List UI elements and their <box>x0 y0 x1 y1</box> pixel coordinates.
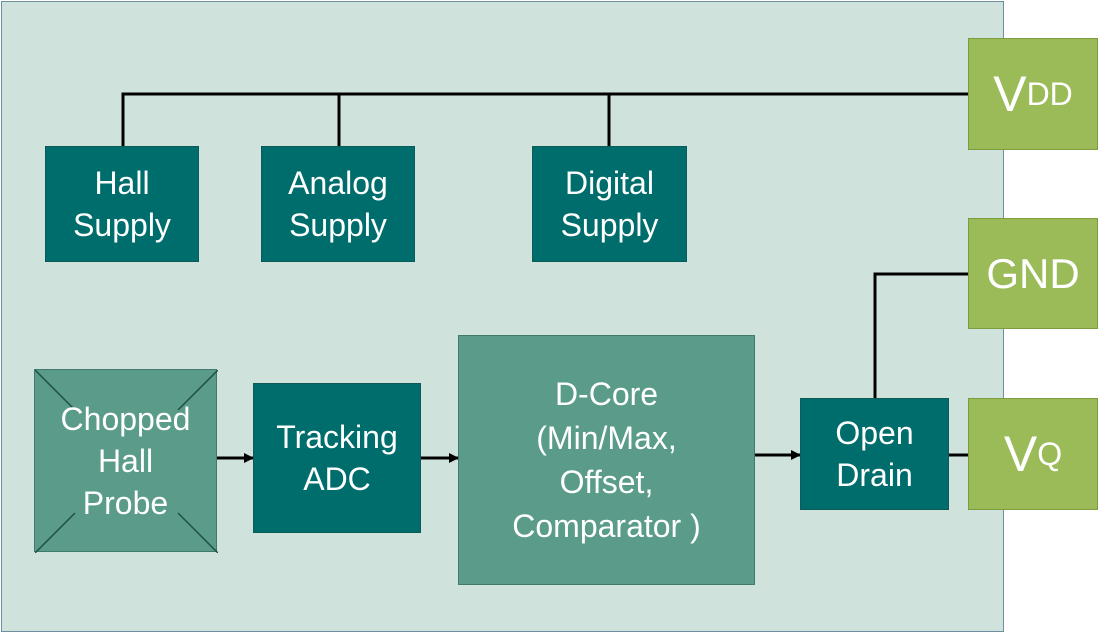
adc-line-1: Tracking <box>276 419 398 455</box>
analog-supply-line-2: Supply <box>289 207 387 243</box>
gnd-wire <box>873 272 968 399</box>
vq-pin-main: V <box>1003 426 1038 482</box>
hall-supply-block: Hall Supply <box>45 146 199 262</box>
digital-supply-block: Digital Supply <box>532 146 687 262</box>
probe-line-1: Chopped <box>60 400 191 437</box>
hall-supply-line-1: Hall <box>94 165 150 201</box>
d-core-block: D-Core (Min/Max, Offset, Comparator ) <box>458 335 755 585</box>
gnd-pin: GND <box>968 218 1098 329</box>
open-drain-block: Open Drain <box>800 398 949 510</box>
analog-supply-line-1: Analog <box>288 165 388 201</box>
probe-cross-decoration <box>35 370 218 553</box>
d-core-line-1: D-Core <box>554 376 659 412</box>
analog-supply-block: Analog Supply <box>261 146 415 262</box>
tracking-adc-block: Tracking ADC <box>253 383 421 533</box>
chopped-hall-probe-block: Chopped Hall Probe <box>34 369 218 553</box>
d-core-line-4: Comparator ) <box>512 508 701 544</box>
vdd-pin-main: V <box>993 66 1027 122</box>
hall-supply-line-2: Supply <box>73 207 171 243</box>
probe-line-2: Hall <box>97 442 154 479</box>
open-drain-line-1: Open <box>835 415 914 451</box>
vq-pin-sub: Q <box>1037 435 1063 472</box>
adc-line-2: ADC <box>303 461 371 497</box>
vdd-pin-sub: DD <box>1026 75 1073 112</box>
d-core-line-3: Offset, <box>559 464 654 500</box>
probe-line-3: Probe <box>82 484 169 521</box>
d-core-line-2: (Min/Max, <box>536 420 677 456</box>
digital-supply-line-1: Digital <box>565 165 654 201</box>
digital-supply-line-2: Supply <box>560 207 659 243</box>
vdd-rail <box>121 92 968 147</box>
gnd-pin-label: GND <box>986 249 1080 297</box>
open-drain-line-2: Drain <box>836 457 913 493</box>
